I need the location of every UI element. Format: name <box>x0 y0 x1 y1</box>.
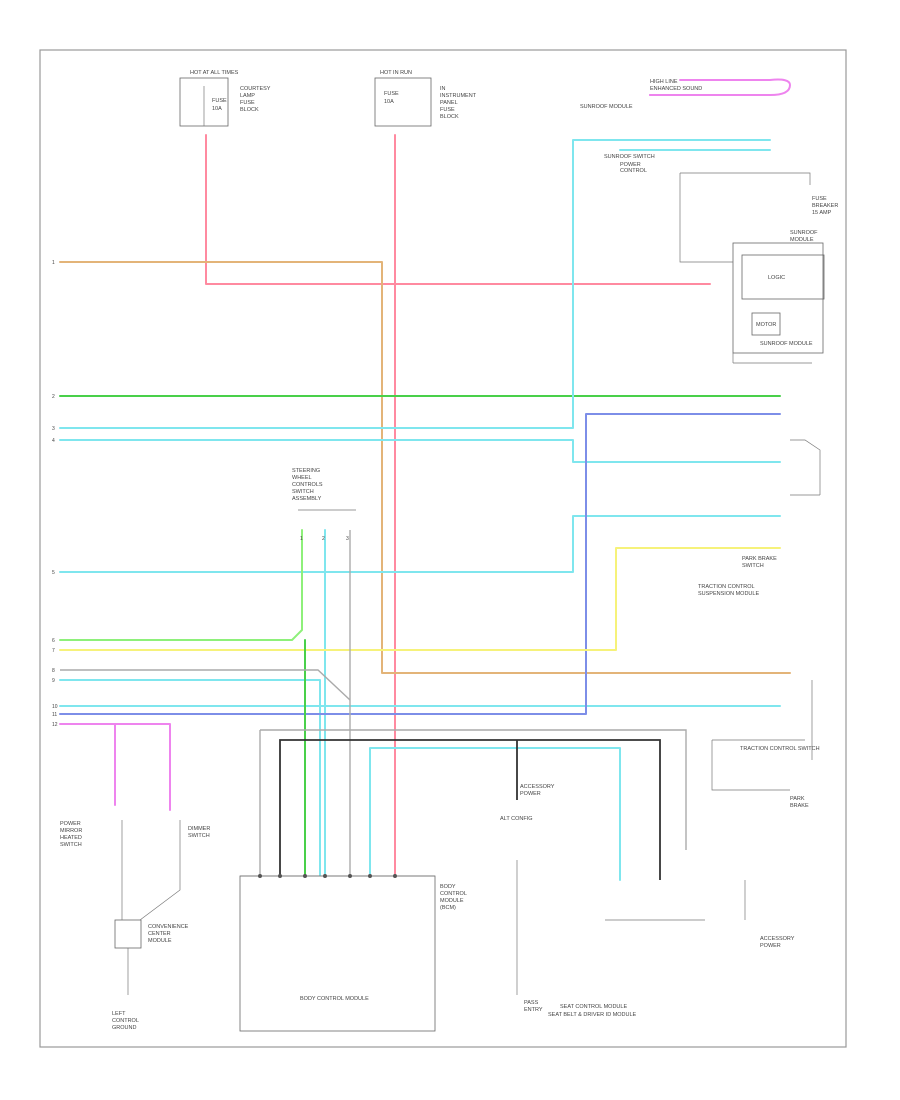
svg-text:6: 6 <box>52 638 55 644</box>
svg-text:10: 10 <box>52 704 58 710</box>
svg-text:2: 2 <box>52 394 55 400</box>
svg-text:ENHANCED SOUND: ENHANCED SOUND <box>650 86 702 92</box>
svg-text:CENTER: CENTER <box>148 931 171 937</box>
svg-text:TRACTION CONTROL: TRACTION CONTROL <box>698 584 755 590</box>
main-module-title: BODY CONTROL MODULE <box>300 996 369 1002</box>
svg-text:FUSE: FUSE <box>812 196 827 202</box>
svg-text:GROUND: GROUND <box>112 1025 136 1031</box>
svg-text:2: 2 <box>322 536 325 542</box>
fuse-left-title: HOT AT ALL TIMES <box>190 70 239 76</box>
svg-text:CONVENIENCE: CONVENIENCE <box>148 924 189 930</box>
svg-text:POWER: POWER <box>520 791 541 797</box>
svg-text:FUSE: FUSE <box>384 91 399 97</box>
svg-text:CONTROL: CONTROL <box>440 891 467 897</box>
svg-text:SUNROOF MODULE: SUNROOF MODULE <box>580 104 633 110</box>
svg-text:LAMP: LAMP <box>240 93 255 99</box>
svg-text:SWITCH: SWITCH <box>60 842 82 848</box>
svg-text:10A: 10A <box>212 106 222 112</box>
top-right-connectors: HIGH LINE ENHANCED SOUND SUNROOF MODULE … <box>580 79 838 364</box>
svg-text:BODY: BODY <box>440 884 456 890</box>
svg-text:PANEL: PANEL <box>440 100 458 106</box>
fuse-block-left: HOT AT ALL TIMES FUSE 10A COURTESY LAMP … <box>179 70 271 127</box>
svg-text:10A: 10A <box>384 99 394 105</box>
svg-text:CONTROL: CONTROL <box>620 168 647 174</box>
svg-text:ENTRY: ENTRY <box>524 1007 543 1013</box>
svg-text:SWITCH: SWITCH <box>742 563 764 569</box>
main-module: BODY CONTROL MODULE (BCM) BODY CONTROL M… <box>239 874 467 1032</box>
svg-text:STEERING: STEERING <box>292 468 320 474</box>
traction-switch-title: TRACTION CONTROL SWITCH <box>740 746 820 752</box>
svg-text:FUSE: FUSE <box>240 100 255 106</box>
fuse-block-mid: HOT IN RUN FUSE 10A IN INSTRUMENT PANEL … <box>374 70 477 127</box>
right-switch: PARK BRAKE SWITCH TRACTION CONTROL SUSPE… <box>698 439 821 809</box>
svg-text:FUSE: FUSE <box>440 107 455 113</box>
svg-text:MODULE: MODULE <box>790 237 814 243</box>
svg-text:SUNROOF: SUNROOF <box>790 230 818 236</box>
svg-text:PASS: PASS <box>524 1000 539 1006</box>
svg-text:11: 11 <box>52 712 57 718</box>
svg-text:IN: IN <box>440 86 446 92</box>
left-pin-markers: 1 2 3 4 5 6 7 8 9 10 11 12 <box>52 260 58 728</box>
svg-text:3: 3 <box>52 426 55 432</box>
svg-text:ACCESSORY: ACCESSORY <box>520 784 555 790</box>
svg-text:POWER: POWER <box>620 162 641 168</box>
svg-text:MODULE: MODULE <box>148 938 172 944</box>
svg-text:ACCESSORY: ACCESSORY <box>760 936 795 942</box>
svg-text:CONTROLS: CONTROLS <box>292 482 323 488</box>
svg-text:SWITCH: SWITCH <box>188 833 210 839</box>
fuse-mid-title: HOT IN RUN <box>380 70 412 76</box>
steering-controls: STEERING WHEEL CONTROLS SWITCH ASSEMBLY … <box>292 468 356 542</box>
svg-text:15 AMP: 15 AMP <box>812 210 832 216</box>
svg-text:BLOCK: BLOCK <box>240 107 259 113</box>
svg-text:ALT CONFIG: ALT CONFIG <box>500 816 533 822</box>
svg-text:5: 5 <box>52 570 55 576</box>
svg-text:INSTRUMENT: INSTRUMENT <box>440 93 477 99</box>
svg-text:1: 1 <box>52 260 55 266</box>
svg-text:3: 3 <box>346 536 349 542</box>
svg-text:9: 9 <box>52 678 55 684</box>
svg-text:BRAKE: BRAKE <box>790 803 809 809</box>
svg-text:FUSE: FUSE <box>212 98 227 104</box>
sunroof-logic: LOGIC <box>768 275 785 281</box>
sunroof-motor: MOTOR <box>756 322 776 328</box>
svg-text:PARK BRAKE: PARK BRAKE <box>742 556 777 562</box>
svg-text:CONTROL: CONTROL <box>112 1018 139 1024</box>
svg-text:BLOCK: BLOCK <box>440 114 459 120</box>
svg-text:PARK: PARK <box>790 796 805 802</box>
svg-text:SEAT BELT & DRIVER ID MODULE: SEAT BELT & DRIVER ID MODULE <box>548 1012 637 1018</box>
svg-text:12: 12 <box>52 722 58 728</box>
svg-text:7: 7 <box>52 648 55 654</box>
svg-text:(BCM): (BCM) <box>440 905 456 911</box>
svg-text:MODULE: MODULE <box>440 898 464 904</box>
svg-text:COURTESY: COURTESY <box>240 86 271 92</box>
svg-text:SUSPENSION MODULE: SUSPENSION MODULE <box>698 591 759 597</box>
svg-text:8: 8 <box>52 668 55 674</box>
svg-text:POWER: POWER <box>60 821 81 827</box>
svg-text:SWITCH: SWITCH <box>292 489 314 495</box>
svg-text:SUNROOF SWITCH: SUNROOF SWITCH <box>604 154 655 160</box>
diagram-frame <box>39 49 847 1048</box>
svg-text:ASSEMBLY: ASSEMBLY <box>292 496 322 502</box>
svg-text:POWER: POWER <box>760 943 781 949</box>
svg-text:WHEEL: WHEEL <box>292 475 312 481</box>
svg-text:SEAT CONTROL MODULE: SEAT CONTROL MODULE <box>560 1004 627 1010</box>
left-module: CONVENIENCE CENTER MODULE POWER MIRROR H… <box>60 820 210 1031</box>
svg-text:1: 1 <box>300 536 303 542</box>
svg-text:BREAKER: BREAKER <box>812 203 838 209</box>
svg-text:DIMMER: DIMMER <box>188 826 210 832</box>
svg-text:HIGH LINE: HIGH LINE <box>650 79 678 85</box>
sunroof-module-title: SUNROOF MODULE <box>760 341 813 347</box>
svg-text:LEFT: LEFT <box>112 1011 126 1017</box>
svg-text:4: 4 <box>52 438 55 444</box>
bottom-right-module: SEAT CONTROL MODULE SEAT BELT & DRIVER I… <box>500 784 795 1018</box>
svg-text:HEATED: HEATED <box>60 835 82 841</box>
svg-text:MIRROR: MIRROR <box>60 828 82 834</box>
